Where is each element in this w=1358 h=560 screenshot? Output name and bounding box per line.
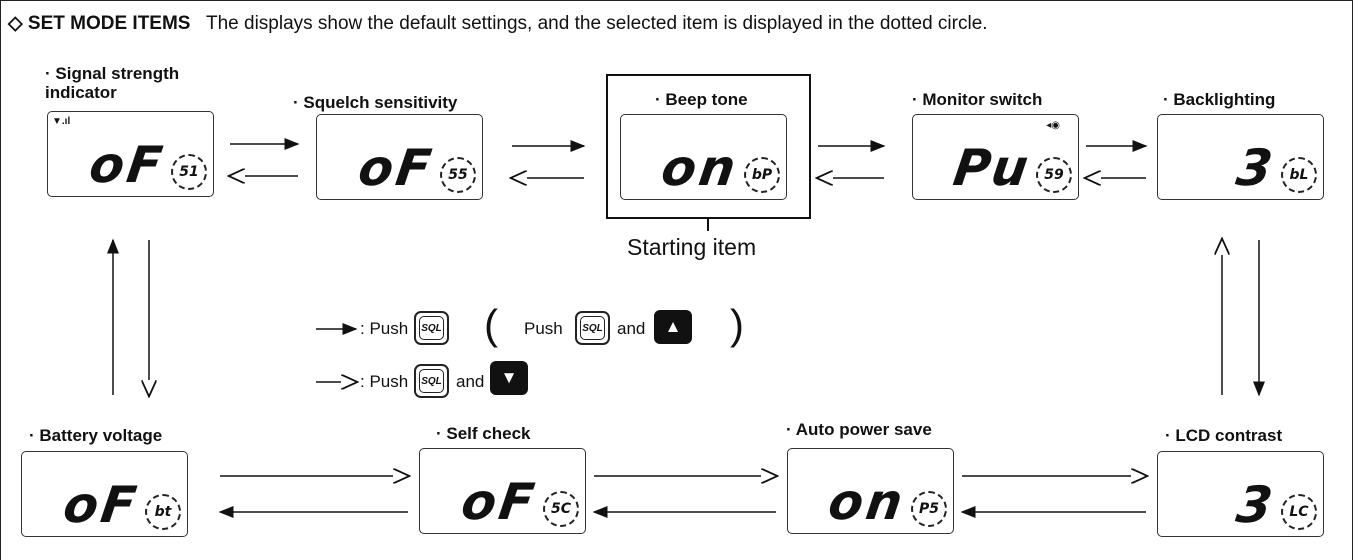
monitor-icon: ◂◉ xyxy=(1046,120,1060,131)
sql-key-1-label: SQL xyxy=(419,316,444,340)
label-backlight: · Backlighting xyxy=(1163,90,1276,109)
label-selfcheck: · Self check xyxy=(436,424,531,443)
lcd-battery: oF bt xyxy=(21,451,188,537)
label-squelch: · Squelch sensitivity xyxy=(293,93,458,112)
lcd-battery-code: bt xyxy=(145,494,181,530)
sql-key-3-label: SQL xyxy=(419,369,444,393)
header-title: SET MODE ITEMS xyxy=(27,13,191,34)
lcd-backlight-code: bL xyxy=(1281,157,1317,193)
lcd-autopower-code: P5 xyxy=(911,491,947,527)
label-lcd: · LCD contrast xyxy=(1165,426,1283,445)
lcd-signal-code: 51 xyxy=(171,154,207,190)
starting-item-label: Starting item xyxy=(627,234,757,260)
header-description: The displays show the default settings, … xyxy=(205,13,988,34)
legend-and-1: and xyxy=(617,319,646,338)
lcd-signal: ▼.ıl oF 51 xyxy=(47,111,214,197)
label-monitor: · Monitor switch xyxy=(912,90,1043,109)
starting-item-pointer xyxy=(707,219,709,231)
lcd-contrast-code: LC xyxy=(1281,494,1317,530)
lcd-backlight: 3 bL xyxy=(1157,114,1324,200)
header: ◇ SET MODE ITEMS The displays show the d… xyxy=(8,12,988,35)
label-autopower: · Auto power save xyxy=(786,420,932,439)
legend-push-1: : Push xyxy=(360,319,409,338)
label-battery-text: Battery voltage xyxy=(39,426,163,445)
label-backlight-text: Backlighting xyxy=(1173,90,1276,109)
label-selfcheck-text: Self check xyxy=(446,424,531,443)
label-autopower-text: Auto power save xyxy=(795,420,932,439)
up-key-icon: ▲ xyxy=(654,310,692,344)
label-signal: · Signal strength indicator xyxy=(45,64,180,102)
signal-icon: ▼.ıl xyxy=(52,116,71,127)
label-squelch-text: Squelch sensitivity xyxy=(303,93,458,112)
lcd-squelch: oF 55 xyxy=(316,114,483,200)
sql-key-2-label: SQL xyxy=(580,316,605,340)
label-signal-text: Signal strength indicator xyxy=(45,64,180,102)
legend-push-short: Push xyxy=(524,319,563,338)
label-beep-text: Beep tone xyxy=(665,90,748,109)
down-key-icon: ▼ xyxy=(490,361,528,395)
close-paren: ) xyxy=(730,301,744,348)
sql-key-2: SQL xyxy=(575,311,610,345)
lcd-monitor-code: 59 xyxy=(1036,157,1072,193)
lcd-selfcheck-code: 5C xyxy=(543,491,579,527)
label-battery: · Battery voltage xyxy=(29,426,163,445)
label-lcd-text: LCD contrast xyxy=(1175,426,1283,445)
legend-and-2: and xyxy=(456,372,485,391)
lcd-beep-code: bP xyxy=(744,157,780,193)
lcd-beep: on bP xyxy=(620,114,787,200)
lcd-selfcheck: oF 5C xyxy=(419,448,586,534)
lcd-squelch-code: 55 xyxy=(440,157,476,193)
open-paren: ( xyxy=(484,301,498,348)
starting-item-box xyxy=(606,74,811,219)
sql-key-1: SQL xyxy=(414,311,449,345)
label-monitor-text: Monitor switch xyxy=(922,90,1043,109)
lcd-contrast: 3 LC xyxy=(1157,451,1324,537)
sql-key-3: SQL xyxy=(414,364,449,398)
label-beep: · Beep tone xyxy=(655,90,748,109)
lcd-monitor: ◂◉ Pu 59 xyxy=(912,114,1079,200)
diamond-icon: ◇ xyxy=(8,13,23,34)
legend-push-2: : Push xyxy=(360,372,409,391)
lcd-autopower: on P5 xyxy=(787,448,954,534)
